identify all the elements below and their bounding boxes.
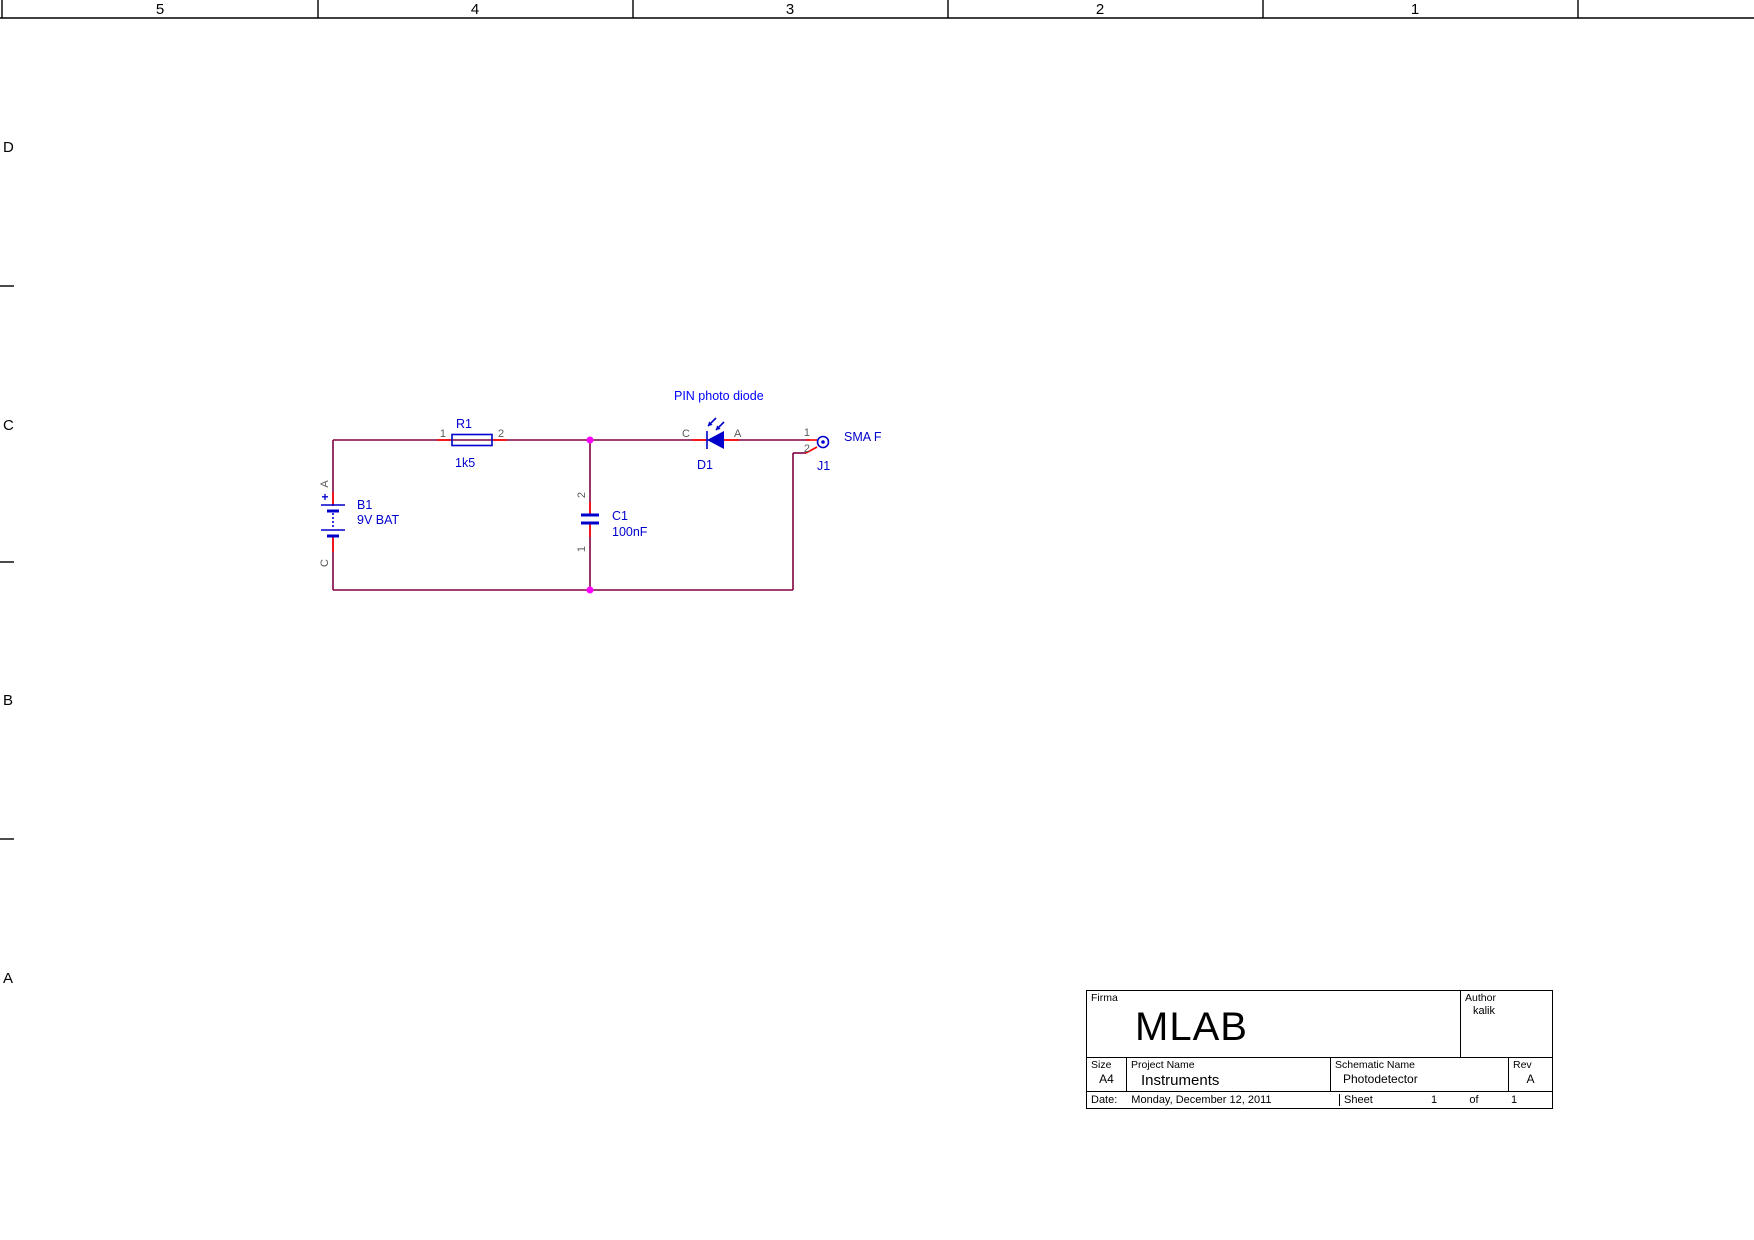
diode-triangle: [707, 431, 724, 449]
project-cell: Project Name Instruments: [1127, 1058, 1331, 1091]
junction-dot: [586, 586, 594, 594]
title-block-row-firma: Firma MLAB Author kalik: [1087, 991, 1552, 1057]
j1-pin2-stub: [805, 446, 818, 454]
b1-ref: B1: [357, 498, 372, 512]
battery-mask: [329, 506, 337, 535]
photodiode-annotation: PIN photo diode: [674, 389, 764, 403]
photodiode-d1: PIN photo diode C A D1: [674, 389, 764, 472]
frame-column-label: 1: [1411, 1, 1419, 18]
schematic-name: Photodetector: [1343, 1071, 1418, 1086]
date-label: Date:: [1091, 1094, 1118, 1106]
c1-pin2-number: 2: [576, 492, 588, 498]
j1-ref: J1: [817, 459, 830, 473]
size-cell: Size A4: [1087, 1058, 1127, 1091]
author-label: Author: [1465, 992, 1496, 1004]
d1-cathode-name: C: [682, 428, 690, 440]
date-value: Monday, December 12, 2011: [1131, 1094, 1272, 1106]
net-junctions: [586, 436, 594, 594]
schematic-name-label: Schematic Name: [1335, 1059, 1415, 1071]
junction-dot: [586, 436, 594, 444]
project-name-label: Project Name: [1131, 1059, 1195, 1071]
author-name: kalik: [1473, 1004, 1496, 1017]
light-arrow-head: [708, 421, 713, 426]
j1-label: SMA F: [844, 430, 882, 444]
d1-anode-name: A: [734, 428, 742, 440]
r1-value: 1k5: [455, 456, 475, 470]
resistor-r1: R1 1k5 1 2: [440, 417, 504, 470]
frame-row-label: B: [3, 692, 13, 709]
b1-pin-a-name: A: [319, 480, 331, 488]
size-label: Size: [1091, 1059, 1112, 1071]
b1-plus-sign: +: [321, 490, 328, 504]
r1-pin2-number: 2: [498, 428, 504, 440]
connector-j1: 1 2 SMA F J1: [804, 427, 882, 473]
j1-pin2-number: 2: [804, 443, 810, 455]
light-arrow-head: [716, 425, 721, 430]
frame-column-label: 4: [471, 1, 479, 18]
b1-value: 9V BAT: [357, 513, 400, 527]
frame-row-label: C: [3, 417, 14, 434]
company-name: MLAB: [1135, 1004, 1248, 1049]
r1-ref: R1: [456, 417, 472, 431]
resistor-body: [451, 433, 493, 447]
rev-cell: Rev A: [1509, 1058, 1552, 1091]
component-pins: [332, 439, 818, 552]
b1-pin-c-name: C: [319, 559, 331, 567]
frame-row-label: D: [3, 139, 14, 156]
frame-row-label: A: [3, 970, 13, 987]
d1-ref: D1: [697, 458, 713, 472]
title-block-row-date: Date: Monday, December 12, 2011 Sheet 1 …: [1087, 1091, 1552, 1108]
sma-outer-ring: [816, 435, 830, 449]
schematic-cell: Schematic Name Photodetector: [1331, 1058, 1509, 1091]
circuit-wires: [332, 439, 810, 591]
sheet-frame: 5 4 3 2 1 D C B A: [0, 0, 1754, 987]
c1-ref: C1: [612, 509, 628, 523]
j1-pin1-number: 1: [804, 427, 810, 439]
firma-cell: Firma MLAB: [1087, 991, 1461, 1057]
project-name: Instruments: [1141, 1071, 1220, 1089]
rev-label: Rev: [1513, 1059, 1532, 1071]
date-cell: Date: Monday, December 12, 2011: [1087, 1094, 1340, 1106]
sheet-size: A4: [1099, 1071, 1114, 1086]
firma-label: Firma: [1091, 992, 1118, 1004]
capacitor-mask: [586, 516, 594, 522]
sheet-cell: Sheet 1 of 1: [1340, 1094, 1552, 1106]
sma-center-dot: [821, 440, 825, 444]
sheet-of-label: of: [1469, 1094, 1479, 1106]
battery-b1: + A C B1 9V BAT: [319, 480, 400, 567]
title-block-row-meta: Size A4 Project Name Instruments Schemat…: [1087, 1057, 1552, 1091]
frame-column-label: 2: [1096, 1, 1104, 18]
frame-column-label: 5: [156, 1, 164, 18]
frame-column-label: 3: [786, 1, 794, 18]
c1-pin1-number: 1: [576, 546, 588, 552]
sheet-label: Sheet: [1344, 1094, 1373, 1106]
c1-value: 100nF: [612, 525, 648, 539]
capacitor-c1: 2 1 C1 100nF: [576, 492, 648, 552]
revision: A: [1526, 1071, 1535, 1086]
r1-pin1-number: 1: [440, 428, 446, 440]
title-block: Firma MLAB Author kalik Size A4 Project …: [1086, 990, 1553, 1109]
sheet-total: 1: [1510, 1094, 1518, 1106]
sheet-number: 1: [1430, 1094, 1438, 1106]
author-cell: Author kalik: [1461, 991, 1552, 1057]
